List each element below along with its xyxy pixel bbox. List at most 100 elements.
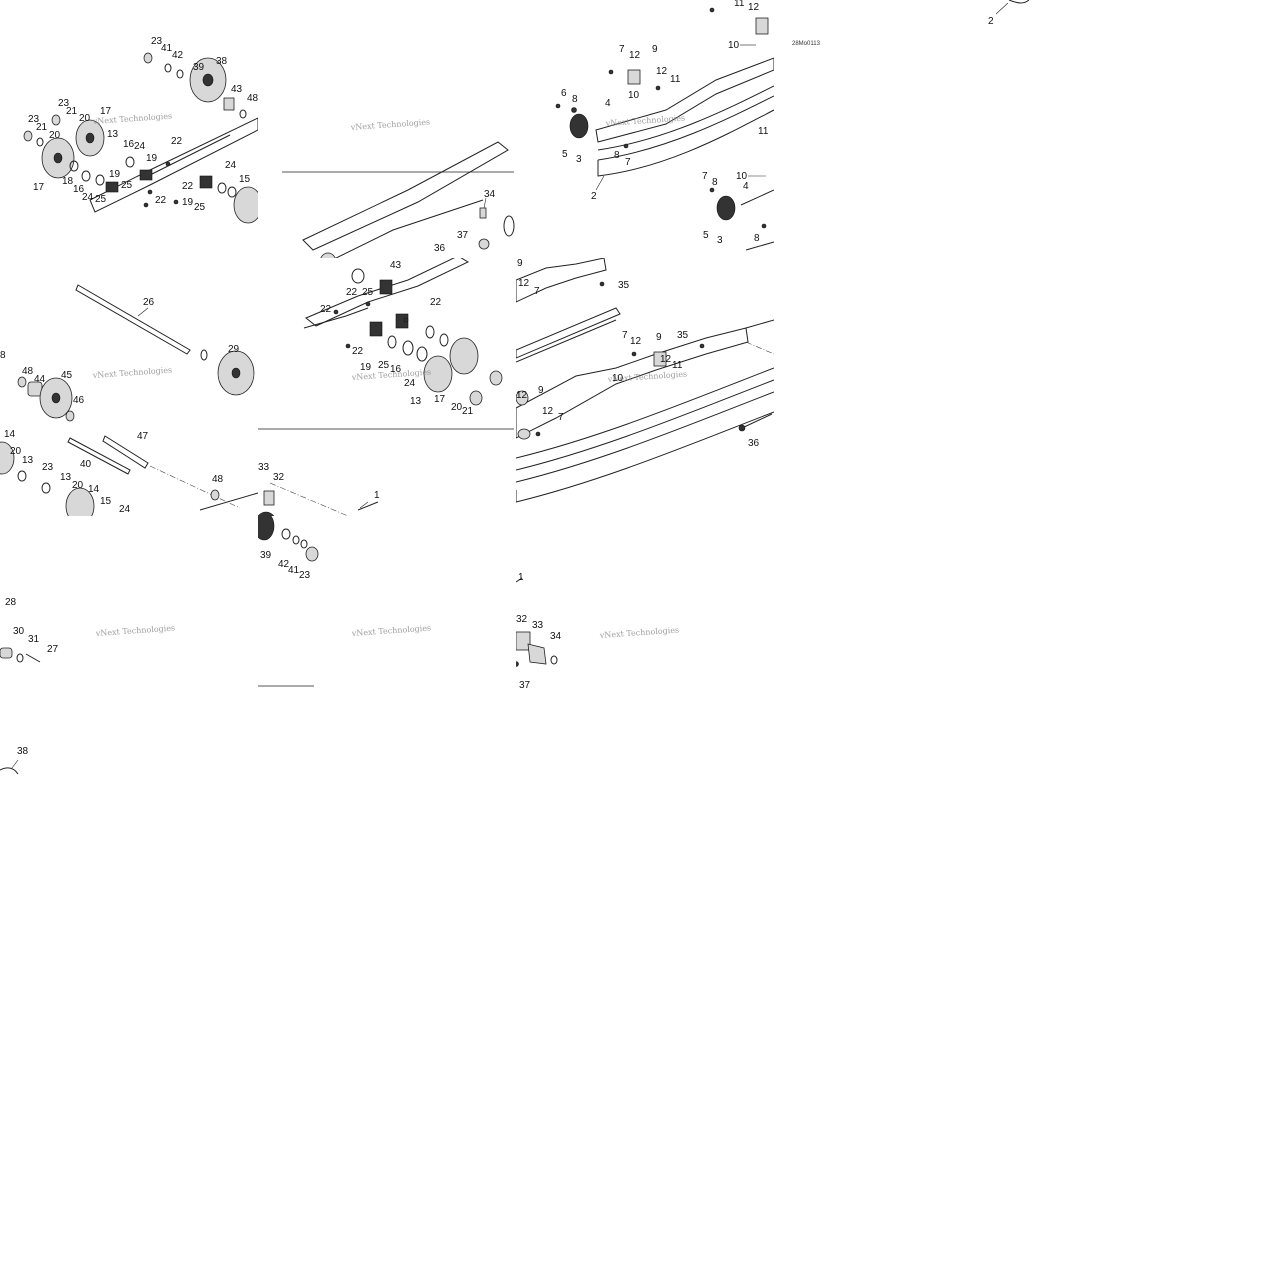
callout-label: 33 [258, 462, 270, 473]
diagram-tile-bottom-fragment: 38 [0, 700, 258, 958]
callout-label: 13 [107, 129, 119, 140]
callout-label: 25 [362, 287, 374, 298]
callout-label: 7 [702, 171, 708, 182]
callout-label: 26 [143, 297, 155, 308]
callout-label: 20 [451, 402, 463, 413]
callout-label: 32 [516, 614, 528, 625]
callout-label: 16 [390, 364, 402, 375]
callout-label: 8 [614, 150, 620, 161]
diagram-tile-center-idler: vNext Technologies 34 37 36 19 48 [258, 0, 516, 258]
callout-label: 24 [225, 160, 237, 171]
callout-label: 48 [247, 93, 258, 104]
callout-label: 10 [612, 373, 624, 384]
callout-label: 21 [36, 122, 48, 133]
diagram-tile-rear-wheels: vNext Technologies 23 41 42 39 38 43 48 … [0, 0, 258, 258]
diagram-tile-shock-bolts: vNext Technologies 28 30 31 27 [0, 516, 258, 774]
rails-drawing: vNext Technologies 9 12 7 35 7 12 9 12 3… [516, 258, 774, 503]
callout-label: 16 [73, 184, 85, 195]
callout-label: 27 [47, 644, 59, 655]
callout-label: 13 [410, 396, 422, 407]
callout-label: 9 [656, 332, 662, 343]
callout-label: 43 [390, 260, 402, 271]
callout-label: 20 [72, 480, 84, 491]
callout-label: 35 [677, 330, 689, 341]
callout-label: 25 [378, 360, 390, 371]
callout-label: 12 [748, 2, 760, 13]
callout-label: 48 [212, 474, 224, 485]
callout-label: 18 [62, 176, 74, 187]
watermark-text: vNext Technologies [92, 365, 173, 380]
callout-label: 12 [542, 406, 554, 417]
diagram-tile-center-lower: vNext Technologies 43 22 25 22 22 22 19 … [258, 258, 516, 516]
callout-label: 22 [430, 297, 442, 308]
callout-label: 11 [734, 0, 745, 9]
callout-label: 12 [516, 390, 528, 401]
callout-label: 39 [193, 62, 205, 73]
watermark-text: vNext Technologies [350, 117, 431, 132]
diagram-tile-corner: 28Mo0113 2 [774, 0, 1032, 258]
callout-label: 43 [231, 84, 243, 95]
callout-label: 37 [519, 680, 531, 691]
callout-label: 30 [13, 626, 25, 637]
callout-label: 17 [434, 394, 446, 405]
callout-label: 9 [517, 258, 523, 269]
callout-label: 36 [748, 438, 760, 449]
callout-label: 20 [79, 113, 91, 124]
callout-label: 36 [434, 243, 446, 254]
callout-label: 20 [10, 446, 22, 457]
callout-label: 15 [239, 174, 251, 185]
callout-label: 37 [457, 230, 469, 241]
callout-label: 5 [703, 230, 709, 241]
callout-label: 48 [22, 366, 34, 377]
diagram-tile-front-arm: vNext Technologies 11 12 10 7 9 12 11 12… [516, 0, 774, 258]
callout-label: 1 [518, 572, 524, 583]
callout-label: 12 [656, 66, 668, 77]
callout-label: 8 [712, 177, 718, 188]
callout-label: 24 [119, 504, 131, 515]
callout-label: 40 [80, 459, 92, 470]
center-idler-drawing: vNext Technologies 34 37 36 19 48 [282, 117, 515, 258]
callout-label: 7 [534, 286, 540, 297]
watermark-text: vNext Technologies [95, 623, 176, 638]
callout-label: 7 [622, 330, 628, 341]
callout-label: 21 [462, 406, 474, 417]
callout-label: 23 [151, 36, 163, 47]
callout-label: 23 [42, 462, 54, 473]
callout-label: 19 [360, 362, 372, 373]
callout-label: 32 [273, 472, 285, 483]
callout-label: 16 [123, 139, 135, 150]
callout-label: 8 [572, 94, 578, 105]
callout-label: 22 [352, 346, 364, 357]
callout-label: 14 [88, 484, 100, 495]
callout-label: 4 [605, 98, 611, 109]
callout-label: 1 [374, 490, 380, 501]
callout-label: 33 [532, 620, 544, 631]
callout-label: 22 [171, 136, 183, 147]
callout-label: 8 [754, 233, 760, 244]
callout-label: 24 [404, 378, 416, 389]
rear-wheels-drawing: vNext Technologies 23 41 42 39 38 43 48 … [23, 36, 258, 224]
callout-label: 11 [670, 74, 681, 85]
callout-label: 7 [625, 157, 631, 168]
callout-label: 42 [172, 50, 184, 61]
callout-label: 38 [17, 746, 29, 757]
callout-label: 13 [22, 455, 34, 466]
callout-label: 24 [134, 141, 146, 152]
diagram-tile-shock-mount: vNext Technologies 1 32 33 34 37 [516, 516, 774, 774]
callout-label: 25 [194, 202, 206, 213]
callout-label: 21 [66, 106, 78, 117]
callout-label: 29 [228, 344, 240, 355]
callout-label: 22 [182, 181, 194, 192]
callout-label: 10 [736, 171, 748, 182]
callout-label: 12 [629, 50, 641, 61]
callout-label: 13 [60, 472, 72, 483]
callout-label: 9 [652, 44, 658, 55]
callout-label: 11 [758, 126, 769, 137]
callout-label: 31 [28, 634, 40, 645]
callout-label: 23 [299, 570, 311, 581]
callout-label: 7 [558, 412, 564, 423]
drawing-code: 28Mo0113 [792, 41, 821, 47]
callout-label: 23 [28, 114, 40, 125]
callout-label: 19 [182, 197, 194, 208]
watermark-text: vNext Technologies [351, 623, 432, 638]
